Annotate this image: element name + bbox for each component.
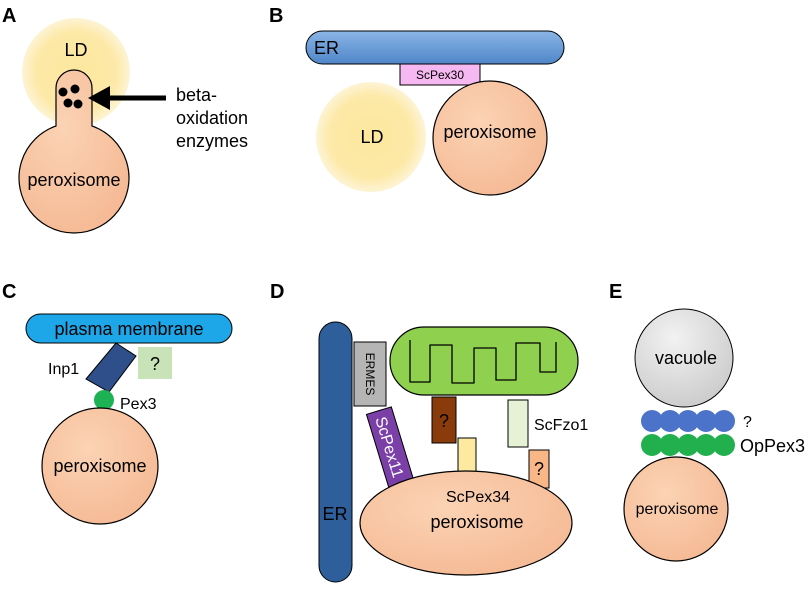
- panel-b-peroxisome-label: peroxisome: [443, 122, 536, 142]
- panel-d-ermes: [353, 341, 387, 407]
- panel-e-blue-bead: [641, 410, 663, 432]
- panel-c-letter: C: [2, 281, 16, 303]
- panel-b-ld-label: LD: [360, 127, 383, 147]
- panel-d-peroxisome: [359, 470, 573, 576]
- panel-a-letter: A: [2, 5, 16, 27]
- panel-e-blue-bead: [695, 410, 717, 432]
- panel-a-peroxisome: [18, 69, 130, 234]
- panel-b-letter: B: [269, 5, 283, 27]
- panel-a-peroxisome-label: peroxisome: [27, 170, 120, 190]
- panel-c-unknown-label: ?: [150, 354, 160, 374]
- panel-d-pex11-group: ScPex11: [365, 406, 415, 488]
- panel-e-unknown-label: ?: [743, 414, 752, 431]
- panel-e-peroxisome: [623, 456, 729, 562]
- panel-e-green-bead: [659, 434, 681, 456]
- panel-d-peroxisome-label: peroxisome: [430, 512, 523, 532]
- panel-a: A LD peroxisome beta- oxidation enzymes: [2, 5, 248, 234]
- panel-d: D ER ERMES ScPex11 ? ScFzo1 ? ScPex34 pe…: [270, 281, 588, 583]
- panel-d-letter: D: [270, 281, 284, 303]
- panel-b-pex30-label: ScPex30: [416, 68, 464, 82]
- panel-e-green-bead: [695, 434, 717, 456]
- panel-d-fzo1: [507, 399, 529, 448]
- panel-e-pex3-label: OpPex3: [740, 436, 805, 456]
- panel-a-enzyme-dot: [70, 84, 80, 94]
- panel-e-vacuole: [634, 308, 734, 408]
- panel-a-enzyme-dot: [73, 99, 83, 109]
- panel-a-enzyme-dot: [63, 98, 73, 108]
- panel-e-blue-bead: [659, 410, 681, 432]
- panel-d-unknown-orange-label: ?: [534, 459, 544, 479]
- panel-c: C plasma membrane Inp1 ? Pex3 peroxisome: [2, 281, 233, 525]
- panel-e-blue-bead: [713, 410, 735, 432]
- panel-b-peroxisome: [432, 80, 548, 196]
- panel-e-green-bead: [713, 434, 735, 456]
- panel-b-er: [305, 30, 565, 65]
- panel-c-peroxisome-label: peroxisome: [53, 456, 146, 476]
- panel-b-er-label: ER: [314, 38, 339, 58]
- panel-e-peroxisome-label: peroxisome: [636, 501, 719, 518]
- panel-d-unknown-brown-label: ?: [439, 411, 449, 431]
- panel-e: E vacuole peroxisome ? OpPex3: [609, 281, 805, 562]
- panel-e-letter: E: [609, 281, 622, 303]
- panel-b-pex30: [399, 63, 481, 86]
- panel-c-inp1-label: Inp1: [48, 361, 79, 378]
- panel-a-enzymes-line-1: beta-: [176, 85, 217, 105]
- panel-b: B ER ScPex30 LD peroxisome: [269, 5, 565, 196]
- panel-a-arrow-head: [88, 86, 110, 110]
- panel-c-plasma-membrane: [25, 313, 233, 344]
- panel-a-enzymes-line-3: enzymes: [176, 131, 248, 151]
- panel-d-unknown-brown: [431, 396, 457, 444]
- panel-d-ermes-label: ERMES: [363, 353, 377, 396]
- panel-d-pex34-label: ScPex34: [446, 489, 510, 506]
- panel-c-inp1: [85, 342, 137, 393]
- panel-d-fzo1-label: ScFzo1: [534, 417, 588, 434]
- panel-e-green-bead: [677, 434, 699, 456]
- panel-d-er-label: ER: [322, 504, 347, 524]
- panel-d-mitochondrion: [389, 326, 579, 396]
- panel-c-peroxisome: [41, 407, 159, 525]
- panel-d-er: [318, 321, 353, 583]
- panel-c-pex3: [94, 390, 114, 410]
- panel-a-enzyme-dot: [58, 87, 68, 97]
- panel-e-blue-bead: [677, 410, 699, 432]
- panel-d-cristae: [409, 340, 557, 384]
- panel-c-pex3-label: Pex3: [120, 396, 157, 413]
- panel-e-vacuole-label: vacuole: [655, 348, 717, 368]
- panel-b-lipid-droplet: [316, 82, 426, 192]
- panel-c-unknown: [138, 347, 172, 379]
- panel-c-membrane-label: plasma membrane: [54, 319, 203, 339]
- panel-e-green-bead: [641, 434, 663, 456]
- panel-a-enzymes-line-2: oxidation: [176, 108, 248, 128]
- panel-a-ld-label: LD: [64, 40, 87, 60]
